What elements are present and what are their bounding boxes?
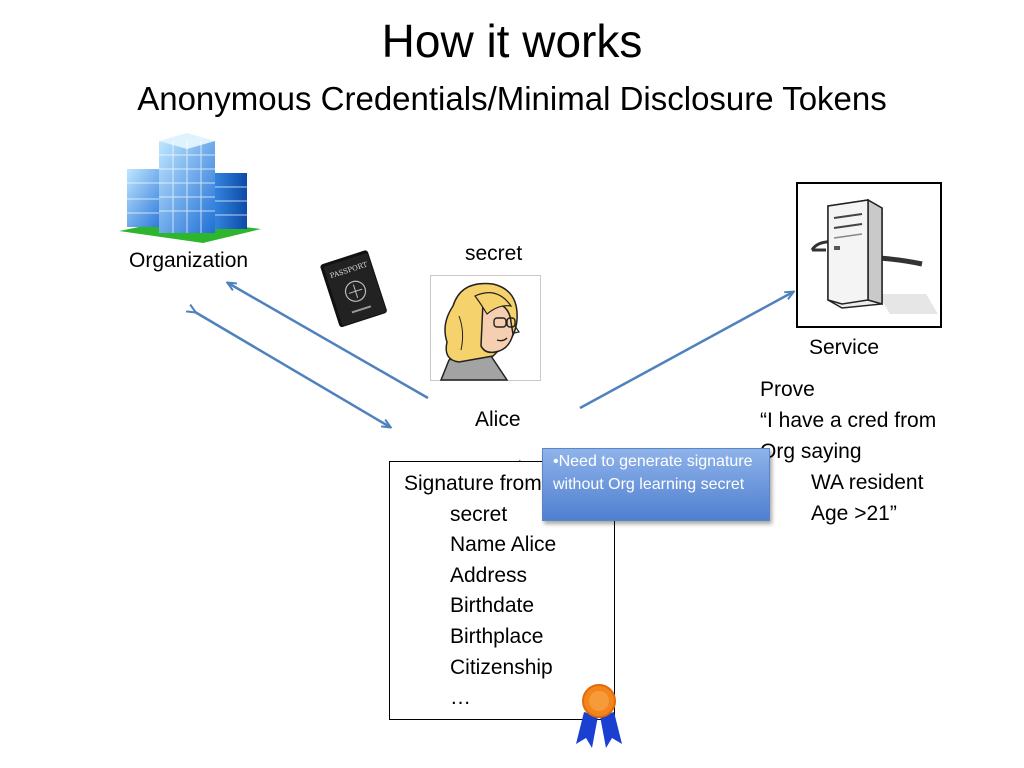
woman-avatar-icon <box>439 282 520 381</box>
signature-content: Signature from secret Name Alice Address… <box>404 469 556 714</box>
passport-icon: PASSPORT <box>320 250 387 328</box>
office-building-icon <box>119 133 261 243</box>
prove-line-indented: WA resident <box>811 471 924 494</box>
award-ribbon-icon <box>576 684 622 748</box>
signature-item: Birthdate <box>450 594 535 618</box>
prove-line-indented: Age >21” <box>811 502 897 525</box>
signature-heading: Signature from <box>404 472 542 495</box>
slide-title: How it works <box>381 15 643 67</box>
secret-label: secret <box>465 242 523 265</box>
prove-line: Prove <box>760 378 815 401</box>
organization-label: Organization <box>129 249 249 272</box>
signature-item: Name Alice <box>450 533 557 557</box>
signature-item: Birthplace <box>450 624 544 648</box>
alice-avatar-frame <box>430 275 541 381</box>
callout-note: •Need to generate signature without Org … <box>542 448 770 521</box>
prove-line: “I have a cred from <box>760 409 937 432</box>
prove-line: Org saying <box>760 440 862 463</box>
alice-label: Alice <box>475 408 521 431</box>
slide-subtitle: Anonymous Credentials/Minimal Disclosure… <box>137 80 887 117</box>
signature-item: … <box>450 686 471 710</box>
arrow-alice-to-service <box>579 292 793 410</box>
signature-item: Address <box>450 563 528 587</box>
signature-item: secret <box>450 502 508 526</box>
service-label: Service <box>809 336 880 359</box>
server-icon <box>810 198 938 314</box>
service-frame <box>796 182 942 328</box>
signature-item: Citizenship <box>450 655 553 679</box>
arrow-org-alice-bidirectional <box>195 312 390 427</box>
prove-statement: Prove “I have a cred from Org saying WA … <box>760 374 936 529</box>
